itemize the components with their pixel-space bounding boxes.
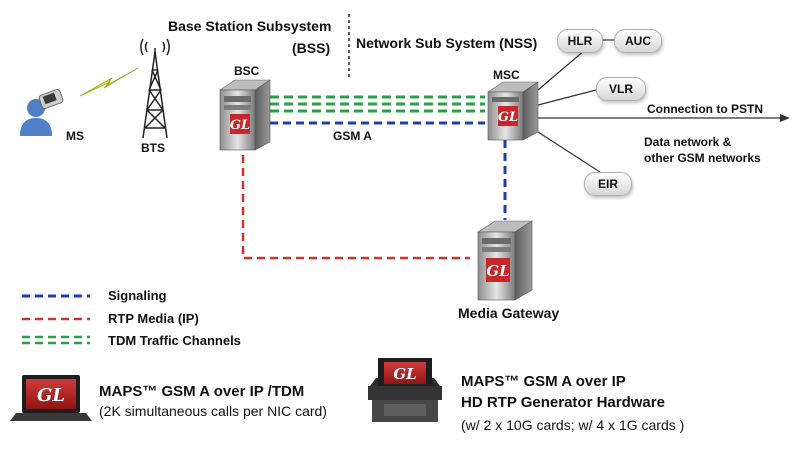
product1-title: MAPS™ GSM A over IP /TDM xyxy=(99,383,305,400)
legend-signaling-label: Signaling xyxy=(108,288,167,303)
product2-cards: (w/ 2 x 10G cards; w/ 4 x 1G cards ) xyxy=(461,417,685,433)
rack-console-icon: GL xyxy=(368,358,442,422)
mgw-gl-logo: GL xyxy=(486,262,509,280)
msc-links xyxy=(537,49,780,173)
product2-subtitle: HD RTP Generator Hardware xyxy=(461,394,665,411)
tdm-traffic-link xyxy=(270,95,485,113)
rack-gl-logo: GL xyxy=(393,365,416,383)
bts-tower-icon xyxy=(140,38,170,139)
bsc-gl-logo: GL xyxy=(230,118,250,133)
wireless-link-icon xyxy=(79,67,139,97)
gsm-a-label: GSM A xyxy=(333,129,372,143)
bsc-server-icon: GL xyxy=(219,79,271,151)
vlr-node: VLR xyxy=(596,77,646,101)
laptop-icon: GL xyxy=(10,375,92,421)
mobile-user-icon xyxy=(20,89,64,136)
hlr-node: HLR xyxy=(557,29,603,53)
legend-tdm-label: TDM Traffic Channels xyxy=(108,333,241,348)
nss-label: Network Sub System (NSS) xyxy=(356,35,538,51)
bss-label: Base Station Subsystem xyxy=(168,18,332,34)
bts-label: BTS xyxy=(141,141,165,155)
msc-gl-logo: GL xyxy=(498,110,518,125)
pstn-arrow-icon xyxy=(780,114,790,122)
bsc-label: BSC xyxy=(234,64,260,78)
ms-label: MS xyxy=(66,129,84,143)
legend-tdm-swatch xyxy=(22,335,90,345)
bss-abbr-label: (BSS) xyxy=(292,40,331,56)
media-gateway-server-icon: GL xyxy=(476,220,534,301)
auc-node: AUC xyxy=(614,29,662,53)
product2-title: MAPS™ GSM A over IP xyxy=(461,373,626,390)
rtp-media-link xyxy=(241,142,470,260)
product1-subtitle: (2K simultaneous calls per NIC card) xyxy=(99,403,327,419)
data-network-label-line1: Data network & xyxy=(644,135,732,149)
eir-node: EIR xyxy=(584,172,632,196)
legend-rtp-label: RTP Media (IP) xyxy=(108,311,199,326)
msc-label: MSC xyxy=(493,68,520,82)
msc-server-icon: GL xyxy=(487,81,539,141)
data-network-label-line2: other GSM networks xyxy=(644,151,761,165)
media-gateway-label: Media Gateway xyxy=(458,305,560,321)
laptop-gl-logo: GL xyxy=(37,385,65,406)
pstn-label: Connection to PSTN xyxy=(647,102,763,116)
